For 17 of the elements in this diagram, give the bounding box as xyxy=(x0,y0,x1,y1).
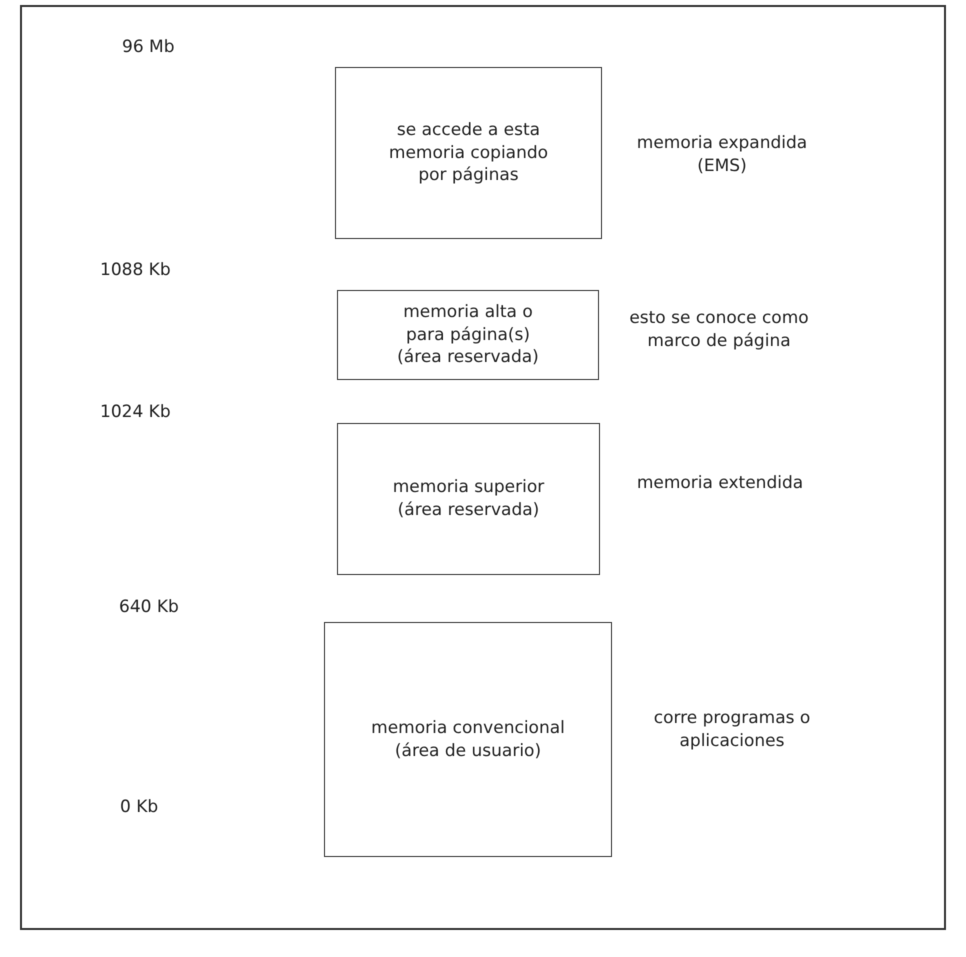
memory-block xyxy=(335,67,602,239)
address-label: 640 Kb xyxy=(119,597,179,617)
side-note: corre programas o aplicaciones xyxy=(652,707,812,753)
side-note: memoria extendida xyxy=(636,472,804,495)
address-label: 1088 Kb xyxy=(100,260,171,280)
side-note: memoria expandida (EMS) xyxy=(636,132,808,178)
side-note: esto se conoce como marco de página xyxy=(628,307,810,353)
memory-block xyxy=(337,423,600,575)
block-text: memoria alta o para página(s) (área reservada) xyxy=(396,300,540,370)
memory-block xyxy=(324,622,612,857)
block-text: memoria superior (área reservada) xyxy=(392,476,546,522)
address-label: 1024 Kb xyxy=(100,402,171,422)
address-label: 0 Kb xyxy=(120,797,158,817)
memory-block xyxy=(337,290,599,380)
address-label: 96 Mb xyxy=(122,37,174,57)
block-text: se accede a esta memoria copiando por páginas xyxy=(388,118,550,188)
block-text: memoria convencional (área de usuario) xyxy=(370,716,566,762)
